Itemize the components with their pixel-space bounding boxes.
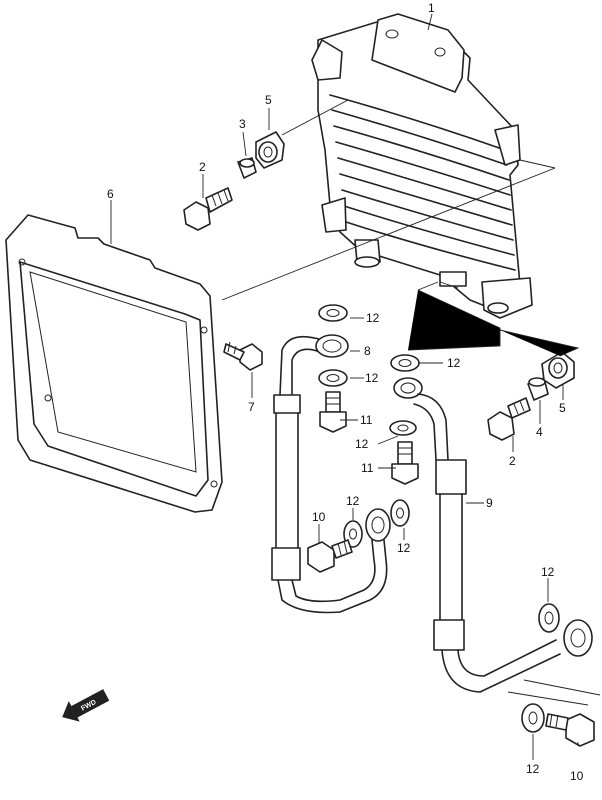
- union-bolt-10-a: [307, 539, 353, 573]
- callout-numbers: 1 5 3 2 6 12 8 12 12 7 11 12 11 9 12 10 …: [107, 1, 584, 783]
- bolt-left-upper: [183, 187, 233, 231]
- callout-10-a: 10: [312, 510, 326, 524]
- fwd-arrow-icon: FWD: [62, 689, 110, 722]
- callout-9: 9: [486, 496, 493, 510]
- callout-1: 1: [428, 1, 435, 15]
- callout-10-b: 10: [570, 769, 584, 783]
- bolt-7: [223, 341, 263, 371]
- callout-12-h: 12: [526, 762, 540, 776]
- union-bolt-11-a: [319, 391, 347, 433]
- bolt-right: [487, 397, 531, 441]
- oil-cooler-core: [311, 13, 533, 319]
- collar-3: [237, 157, 257, 179]
- callout-3: 3: [239, 117, 246, 131]
- callout-12-b: 12: [365, 371, 379, 385]
- oil-hose-right: [393, 377, 593, 693]
- callout-5-left: 5: [265, 93, 272, 107]
- washer-12-d: [389, 420, 417, 436]
- washer-12-f: [390, 499, 410, 527]
- callout-2-left: 2: [199, 160, 206, 174]
- callout-12-a: 12: [366, 311, 380, 325]
- callout-6: 6: [107, 187, 114, 201]
- washer-12-c: [390, 354, 420, 372]
- union-bolt-11-b: [391, 441, 419, 485]
- callout-leaders: [110, 13, 579, 760]
- assembly-leader-lines: [221, 99, 601, 706]
- washer-12-b: [318, 369, 348, 387]
- washer-12-a: [318, 304, 348, 322]
- callout-5-right: 5: [559, 401, 566, 415]
- washer-12-h: [521, 703, 545, 733]
- callout-7: 7: [248, 400, 255, 414]
- callout-12-e: 12: [346, 494, 360, 508]
- callout-12-g: 12: [541, 565, 555, 579]
- callout-11-b: 11: [361, 461, 374, 475]
- callout-2-right: 2: [509, 454, 516, 468]
- washer-12-g: [538, 603, 560, 633]
- union-bolt-10-b: [545, 713, 595, 747]
- cooler-shroud-frame: [5, 214, 223, 513]
- grommet-5-right: [541, 351, 575, 389]
- callout-12-c: 12: [447, 356, 461, 370]
- callout-11-a: 11: [360, 413, 373, 427]
- callout-8: 8: [364, 344, 371, 358]
- oil-hose-left: [271, 334, 391, 614]
- collar-4: [527, 377, 549, 401]
- callout-4: 4: [536, 425, 543, 439]
- grommet-5-left: [255, 131, 285, 169]
- callout-12-d: 12: [355, 437, 369, 451]
- callout-12-f: 12: [397, 541, 411, 555]
